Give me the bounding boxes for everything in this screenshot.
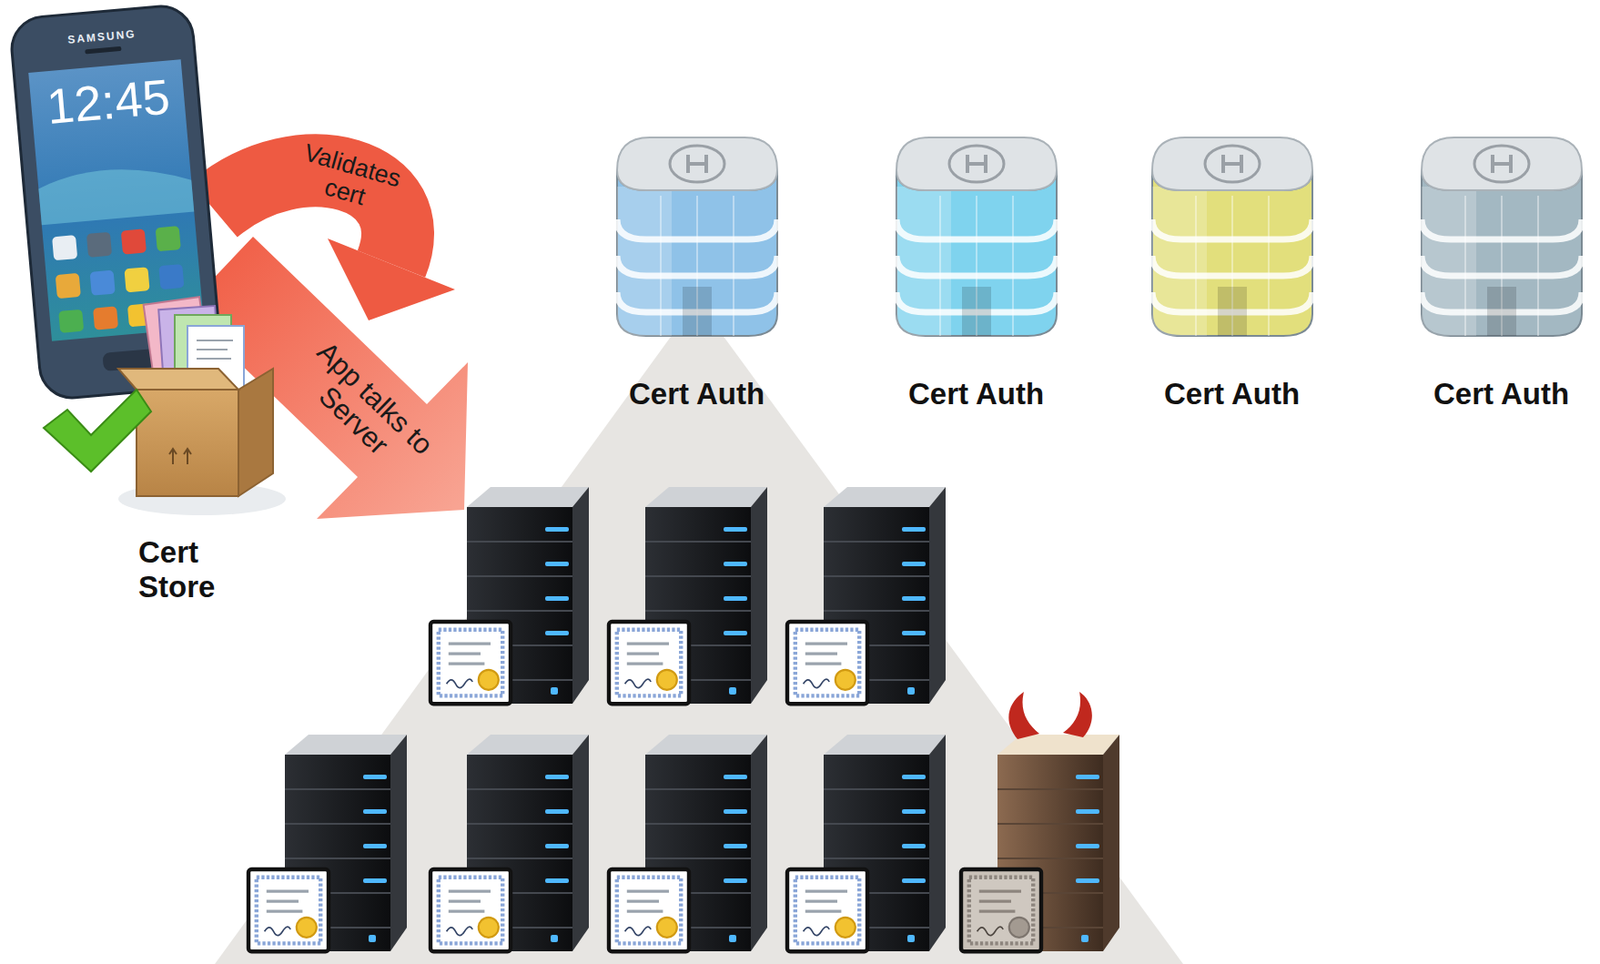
ca-building — [1421, 137, 1582, 336]
cert-store-box-part — [196, 339, 233, 342]
annotation-label: App talks to Server — [280, 326, 448, 492]
phone-part — [37, 162, 194, 225]
ca-label: Cert Auth — [908, 376, 1044, 412]
certificate-icon — [248, 869, 329, 952]
devil-horns-part — [1008, 691, 1040, 740]
ca-building — [896, 137, 1057, 336]
validate-arrow-part — [327, 238, 456, 321]
ca-building — [617, 137, 778, 336]
certificate-icon — [787, 869, 868, 952]
phone-part — [92, 305, 119, 330]
certificate-icon — [608, 621, 689, 704]
devil-horns — [1008, 691, 1093, 740]
node-text: Cert Auth — [908, 376, 1044, 412]
phone-part — [84, 46, 122, 54]
node-text: Cert Store — [138, 535, 257, 605]
node-text: Cert Auth — [628, 376, 765, 412]
annotation-label: SAMSUNG — [67, 28, 137, 47]
cert-store-box-part — [196, 348, 228, 351]
hierarchy-triangle — [214, 300, 1184, 964]
phone-part — [121, 228, 147, 254]
phone-part — [86, 232, 112, 258]
cert-store-box-part — [118, 368, 239, 390]
certificate-icon — [608, 869, 689, 952]
cert-store-box-part — [196, 357, 232, 360]
phone-part — [158, 263, 184, 290]
node-text: Cert Auth — [1433, 376, 1570, 412]
ca-building — [1152, 137, 1313, 336]
phone-part — [90, 270, 116, 296]
phone-part — [155, 225, 182, 252]
check-mark — [43, 389, 152, 472]
phone-part — [123, 266, 150, 293]
certificate-icon — [430, 621, 511, 704]
cert-store-box-part — [169, 448, 192, 465]
devil-horns-part — [1063, 691, 1093, 738]
annotation-label: Validates cert — [280, 135, 418, 223]
forged-certificate-icon — [961, 869, 1042, 952]
cert-store-box-part — [238, 368, 274, 497]
certificate-icon — [787, 621, 868, 704]
phone-part — [51, 234, 78, 261]
annotation-label: 12:45 — [44, 70, 173, 135]
cert-store-box-part — [196, 340, 233, 359]
certificate-icon — [430, 869, 511, 952]
phone-part — [55, 273, 82, 299]
phone-part — [28, 59, 204, 342]
ca-label: Cert Auth — [1433, 376, 1570, 412]
cert-store-box-part — [136, 389, 239, 497]
node-text: Cert Auth — [1164, 376, 1300, 412]
store-label: Cert Store — [138, 535, 257, 605]
ca-label: Cert Auth — [628, 376, 765, 412]
phone-part — [58, 309, 84, 334]
ca-label: Cert Auth — [1164, 376, 1300, 412]
